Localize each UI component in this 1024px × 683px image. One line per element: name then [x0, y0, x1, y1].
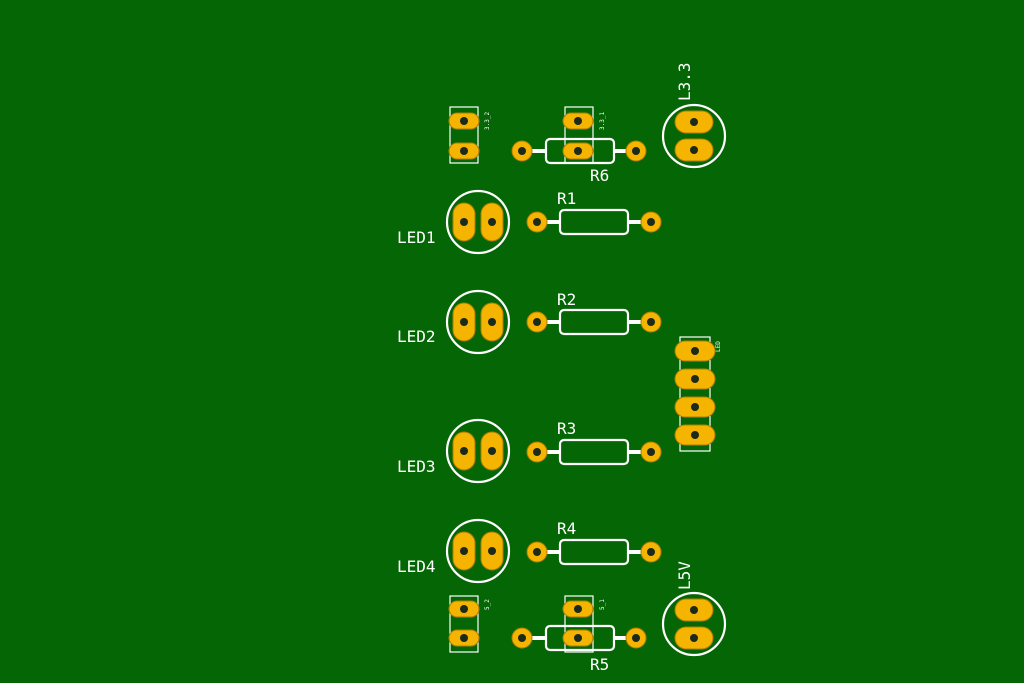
header-3v3-2-label: 3.3_2	[484, 112, 491, 130]
resistor-r1: R1	[526, 189, 662, 236]
led-3-outline	[445, 418, 511, 484]
header-led: LED	[674, 336, 722, 452]
led-1-outline	[445, 189, 511, 255]
header-3v3-1-hole-2	[574, 147, 582, 155]
header-3v3-2: 3.3_2	[448, 106, 491, 164]
led-l3v3-label: L3.3	[675, 62, 694, 101]
resistor-r2: R2	[526, 290, 662, 336]
header-led-outline	[679, 336, 711, 452]
header-3v3-2-outline	[449, 106, 479, 164]
resistor-r4-body	[558, 538, 630, 566]
resistor-r6-body	[544, 137, 616, 165]
header-5v-1-label: 5_1	[599, 599, 606, 610]
header-led-label: LED	[715, 341, 722, 352]
led-2-label: LED2	[397, 327, 436, 346]
led-1: LED1	[397, 189, 511, 255]
led-4-label: LED4	[397, 557, 436, 576]
led-2: LED2	[397, 289, 511, 355]
header-3v3-2-hole-1	[460, 117, 468, 125]
resistor-r4: R4	[526, 519, 662, 566]
resistor-r3-body	[558, 438, 630, 466]
led-3: LED3	[397, 418, 511, 484]
led-2-outline	[445, 289, 511, 355]
resistor-r1-body	[558, 208, 630, 236]
resistor-r2-body	[558, 308, 630, 336]
led-4-outline	[445, 518, 511, 584]
header-5v-2-outline	[449, 595, 479, 653]
resistor-r6-label: R6	[590, 166, 609, 185]
header-3v3-1-hole-1	[574, 117, 582, 125]
resistor-r2-label: R2	[557, 290, 576, 309]
resistor-r3: R3	[526, 419, 662, 466]
header-5v-2: 5_2	[448, 595, 491, 653]
led-l5v-label: L5V	[675, 561, 694, 590]
led-l5v: L5V	[661, 561, 727, 657]
resistor-r3-label: R3	[557, 419, 576, 438]
header-3v3-2-hole-2	[460, 147, 468, 155]
header-5v-2-label: 5_2	[484, 599, 491, 610]
header-5v-1: 5_1	[562, 595, 606, 653]
resistor-r4-label: R4	[557, 519, 576, 538]
led-l5v-outline	[661, 591, 727, 657]
led-l3v3: L3.3	[661, 62, 727, 169]
led-4: LED4	[397, 518, 511, 584]
resistor-r5-label: R5	[590, 655, 609, 674]
led-3-label: LED3	[397, 457, 436, 476]
header-3v3-1-label: 3.3_1	[599, 112, 606, 130]
resistor-r1-label: R1	[557, 189, 576, 208]
resistor-r6: R6	[511, 137, 647, 185]
header-5v-1-outline	[564, 595, 594, 653]
resistor-r5: R5	[511, 624, 647, 674]
led-1-label: LED1	[397, 228, 436, 247]
resistor-r5-body	[544, 624, 616, 652]
led-l3v3-outline	[661, 103, 727, 169]
